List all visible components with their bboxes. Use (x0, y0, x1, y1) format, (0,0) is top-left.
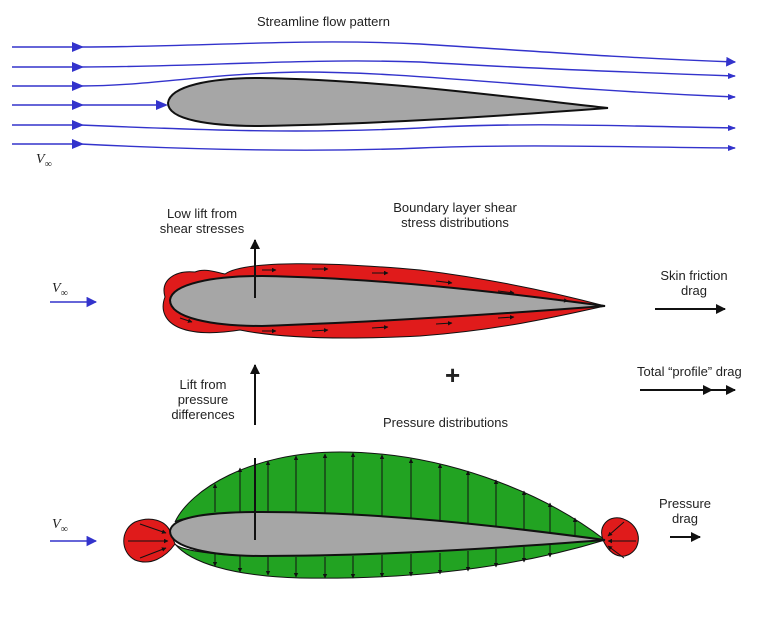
pressure-arrows-top (212, 452, 578, 535)
pressure-drag-label: Pressure drag (645, 496, 725, 526)
boundary-line-2: stress distributions (401, 215, 509, 230)
low-lift-line-1: Low lift from (166, 206, 238, 221)
total-drag-arrow (640, 385, 736, 395)
streamline-title: Streamline flow pattern (257, 14, 390, 29)
skin-line-1: Skin friction (660, 268, 728, 283)
pressure-arrows-bottom (212, 545, 553, 579)
infinity-symbol: ∞ (60, 523, 68, 535)
streamline-2 (12, 60, 736, 77)
lift-line-3: differences (171, 407, 235, 422)
airfoil-shear (168, 274, 606, 328)
pressure-distributions-label: Pressure distributions (383, 415, 508, 430)
pressure-lift-label: Lift from pressure differences (158, 377, 248, 422)
streamline-arrowheads (72, 42, 736, 151)
boundary-line-1: Boundary layer shear (393, 200, 517, 215)
boundary-layer-label: Boundary layer shear stress distribution… (370, 200, 540, 230)
pressure-drag-line-2: drag (671, 511, 699, 526)
streamline-5 (12, 124, 736, 132)
pressure-drag-line-1: Pressure (658, 496, 712, 511)
shear-arrows (179, 266, 569, 334)
v-infinity-label-middle: V∞ (52, 281, 68, 299)
total-profile-drag-label: Total “profile” drag (637, 364, 742, 379)
skin-line-2: drag (680, 283, 708, 298)
v-infinity-label-bottom: V∞ (52, 517, 68, 535)
v-symbol: V (36, 152, 45, 167)
lift-line-1: Lift from (179, 377, 227, 392)
streamline-1 (12, 41, 736, 67)
infinity-symbol: ∞ (60, 287, 68, 299)
streamline-6 (12, 143, 736, 151)
v-infinity-label-top: V∞ (36, 152, 52, 170)
streamlines (12, 41, 736, 151)
airfoil-streamline (166, 76, 609, 128)
plus-sign: + (445, 360, 461, 390)
pressure-tail-region (601, 517, 639, 557)
tail-pressure-arrows (607, 521, 636, 559)
streamline-3 (12, 71, 736, 98)
v-symbol: V (52, 517, 61, 532)
low-lift-line-2: shear stresses (159, 221, 245, 236)
infinity-symbol: ∞ (44, 158, 52, 170)
lift-line-2: pressure (177, 392, 229, 407)
airfoil-pressure (168, 510, 606, 558)
v-symbol: V (52, 281, 61, 296)
skin-friction-label: Skin friction drag (644, 268, 744, 298)
low-lift-label: Low lift from shear stresses (142, 206, 262, 236)
nose-pressure-arrows (128, 523, 169, 559)
